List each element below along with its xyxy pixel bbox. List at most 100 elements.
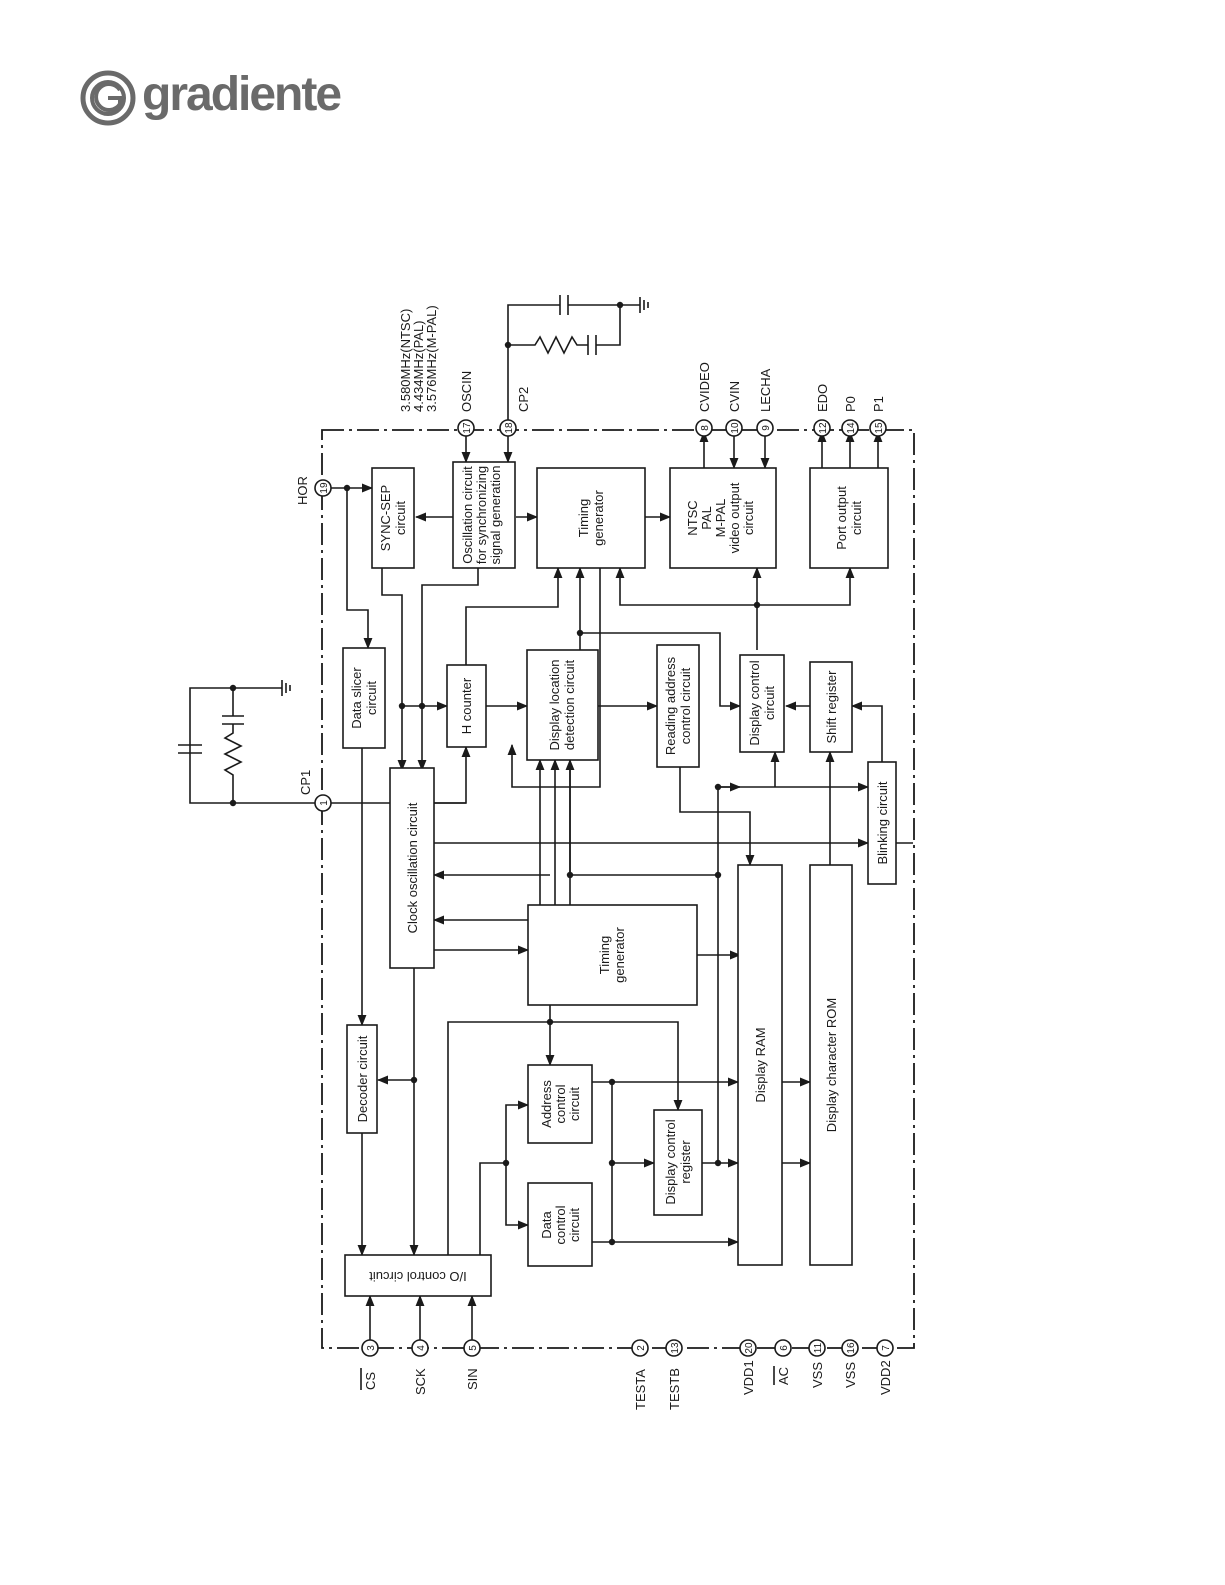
block-blinking: Blinking circuit [867, 761, 897, 885]
svg-text:Display controlcircuit: Display controlcircuit [747, 660, 777, 745]
svg-text:SCK: SCK [413, 1368, 428, 1395]
cp1-external-network [178, 680, 320, 804]
block-address-control: Addresscontrolcircuit [527, 1064, 593, 1144]
svg-text:H counter: H counter [459, 677, 474, 734]
pin-cvin: 10 CVIN [725, 381, 743, 437]
svg-text:P1: P1 [871, 396, 886, 412]
svg-text:Blinking circuit: Blinking circuit [875, 781, 890, 864]
svg-text:I/O control circuit: I/O control circuit [369, 1269, 467, 1284]
block-reading-address: Reading addresscontrol circuit [656, 644, 700, 768]
block-data-slicer: Data slicercircuit [342, 647, 386, 749]
svg-text:6: 6 [779, 1345, 790, 1351]
svg-text:Display controlregister: Display controlregister [663, 1119, 693, 1204]
svg-text:SIN: SIN [465, 1368, 480, 1390]
block-video-output: NTSCPALM-PALvideo outputcircuit [669, 467, 777, 569]
pin-cvideo: 8 CVIDEO [695, 362, 713, 437]
svg-text:8: 8 [700, 425, 711, 431]
svg-text:HOR: HOR [295, 476, 310, 505]
pin-p1: 15 P1 [869, 396, 887, 437]
svg-text:CVIDEO: CVIDEO [697, 362, 712, 412]
signal-wires [323, 430, 913, 1345]
svg-text:9: 9 [761, 425, 772, 431]
svg-text:3.580MHz(NTSC): 3.580MHz(NTSC) [398, 309, 413, 412]
svg-text:3: 3 [366, 1345, 377, 1351]
svg-text:P0: P0 [843, 396, 858, 412]
pin-testa: 2 TESTA [631, 1339, 649, 1410]
pin-vdd2: 7 VDD2 [876, 1339, 894, 1395]
block-decoder: Decoder circuit [346, 1024, 378, 1134]
block-h-counter: H counter [446, 664, 487, 748]
block-display-location: Display locationdetection circuit [526, 649, 599, 761]
svg-text:Display character ROM: Display character ROM [824, 998, 839, 1132]
svg-text:TESTB: TESTB [667, 1368, 682, 1410]
svg-text:12: 12 [818, 422, 829, 434]
block-io-control: I/O control circuit [344, 1254, 492, 1297]
crystal-frequency-note: 3.580MHz(NTSC) 4.434MHz(PAL) 3.576MHz(M-… [398, 305, 439, 412]
pin-lecha: 9 LECHA [756, 368, 774, 437]
block-clock-oscillation: Clock oscillation circuit [389, 767, 435, 969]
svg-text:4.434MHz(PAL): 4.434MHz(PAL) [411, 320, 426, 412]
block-display-ram: Display RAM [737, 864, 783, 1266]
logo-mark-icon [80, 70, 136, 126]
svg-text:10: 10 [730, 422, 741, 434]
cp2-external-network [507, 295, 649, 430]
pin-cs: 3 CS [360, 1339, 379, 1390]
svg-text:LECHA: LECHA [758, 368, 773, 412]
svg-text:Timinggenerator: Timinggenerator [576, 490, 606, 546]
pin-sin: 5 SIN [463, 1339, 481, 1390]
pin-oscin: 17 OSCIN [457, 371, 475, 437]
pin-cp2: 18 CP2 [499, 387, 531, 437]
svg-text:Reading addresscontrol circuit: Reading addresscontrol circuit [663, 656, 693, 755]
svg-text:7: 7 [881, 1345, 892, 1351]
pin-ac: 6 AC [773, 1339, 792, 1385]
block-oscillation: Oscillation circuitfor synchronizingsign… [452, 461, 516, 569]
svg-text:Datacontrolcircuit: Datacontrolcircuit [539, 1205, 582, 1244]
svg-text:CVIN: CVIN [727, 381, 742, 412]
svg-text:Display locationdetection circ: Display locationdetection circuit [547, 659, 577, 750]
svg-text:Display RAM: Display RAM [753, 1027, 768, 1102]
block-display-character-rom: Display character ROM [809, 864, 853, 1266]
svg-text:3.576MHz(M-PAL): 3.576MHz(M-PAL) [424, 305, 439, 412]
svg-text:VDD2: VDD2 [878, 1360, 893, 1395]
svg-text:Clock oscillation circuit: Clock oscillation circuit [405, 802, 420, 933]
svg-text:15: 15 [874, 422, 885, 434]
block-display-control: Display controlcircuit [739, 654, 785, 753]
svg-text:TESTA: TESTA [633, 1369, 648, 1410]
svg-text:AC: AC [776, 1367, 791, 1385]
block-data-control: Datacontrolcircuit [527, 1182, 593, 1267]
svg-text:Decoder circuit: Decoder circuit [355, 1035, 370, 1122]
pin-p0: 14 P0 [841, 396, 859, 437]
svg-text:NTSCPALM-PALvideo outputcircui: NTSCPALM-PALvideo outputcircuit [685, 482, 756, 553]
svg-text:20: 20 [744, 1342, 755, 1354]
block-shift-register: Shift register [809, 661, 853, 753]
block-port-output: Port outputcircuit [809, 467, 889, 569]
pin-sck: 4 SCK [411, 1339, 429, 1395]
chip-boundary [321, 429, 915, 1349]
svg-text:OSCIN: OSCIN [459, 371, 474, 412]
svg-text:SYNC-SEPcircuit: SYNC-SEPcircuit [378, 485, 408, 551]
svg-text:EDO: EDO [815, 384, 830, 412]
svg-text:Timinggenerator: Timinggenerator [597, 927, 627, 983]
svg-text:14: 14 [846, 422, 857, 434]
block-sync-sep: SYNC-SEPcircuit [371, 467, 415, 569]
svg-text:CP2: CP2 [516, 387, 531, 412]
block-timing-generator-top: Timinggenerator [536, 467, 646, 569]
svg-text:4: 4 [416, 1345, 427, 1351]
block-timing-generator-mid: Timinggenerator [527, 904, 698, 1006]
svg-text:5: 5 [468, 1345, 479, 1351]
pin-testb: 13 TESTB [665, 1339, 683, 1410]
pin-vdd1: 20 VDD1 [739, 1339, 757, 1395]
svg-text:VSS: VSS [810, 1362, 825, 1388]
block-display-control-register: Display controlregister [653, 1109, 703, 1216]
svg-text:Port outputcircuit: Port outputcircuit [834, 486, 864, 550]
svg-text:CP1: CP1 [298, 770, 313, 795]
svg-text:18: 18 [504, 422, 515, 434]
pin-cp1: 1 CP1 [298, 770, 332, 812]
svg-text:CS: CS [363, 1372, 378, 1390]
svg-text:Data slicercircuit: Data slicercircuit [349, 667, 379, 729]
svg-text:Addresscontrolcircuit: Addresscontrolcircuit [539, 1080, 582, 1128]
junction-dots [229, 301, 761, 1246]
pin-vss-16: 16 VSS [841, 1339, 859, 1388]
svg-text:VSS: VSS [843, 1362, 858, 1388]
